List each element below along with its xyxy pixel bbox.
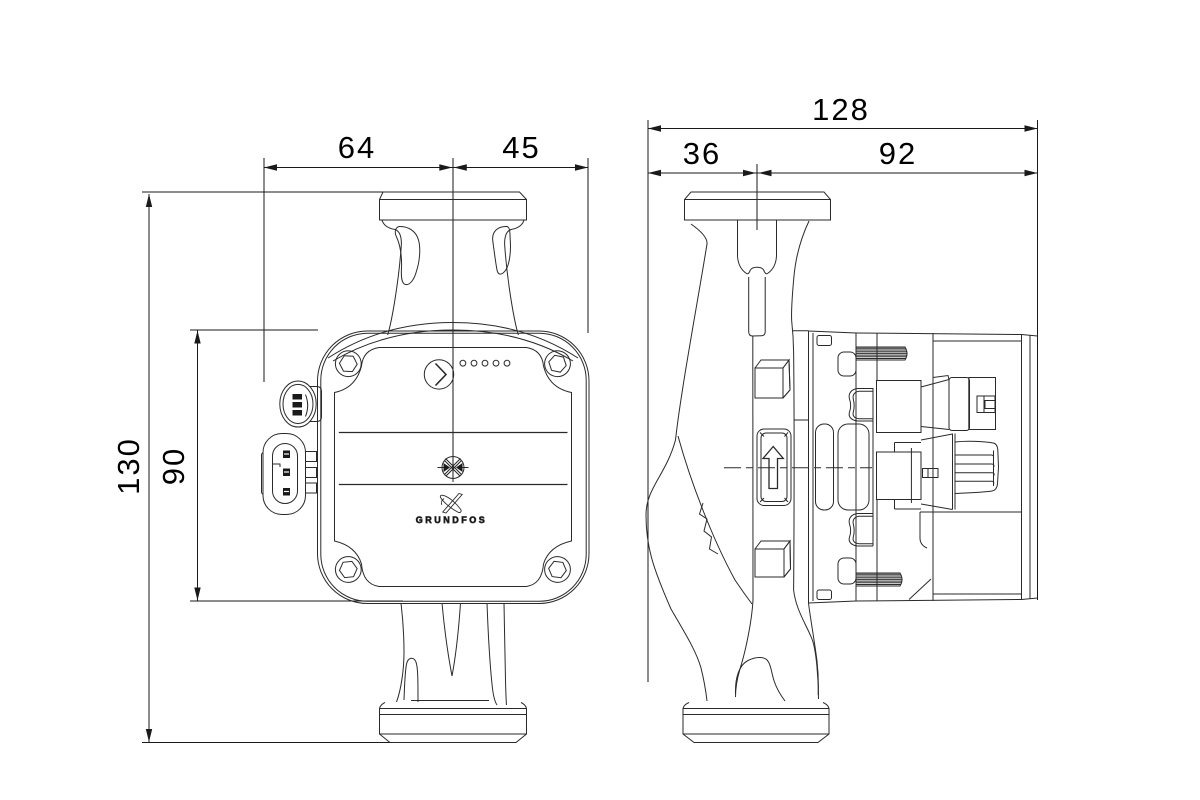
- svg-text:GRUNDFOS: GRUNDFOS: [416, 515, 488, 525]
- svg-text:90: 90: [156, 447, 191, 485]
- svg-text:92: 92: [879, 136, 917, 171]
- svg-text:128: 128: [812, 92, 870, 127]
- svg-text:64: 64: [338, 130, 376, 165]
- svg-text:45: 45: [502, 130, 540, 165]
- svg-text:130: 130: [111, 437, 146, 495]
- svg-text:36: 36: [683, 136, 721, 171]
